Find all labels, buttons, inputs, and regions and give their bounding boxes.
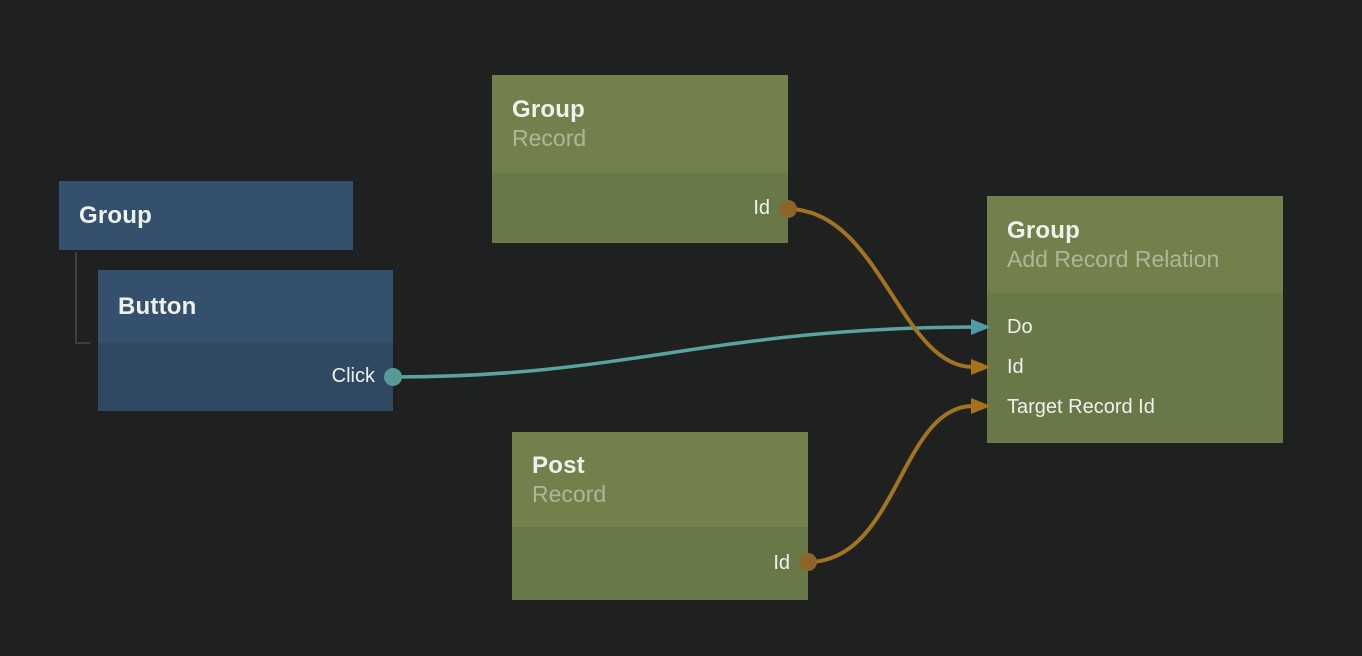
node-button-ports: Click (98, 342, 393, 411)
output-port-label: Click (331, 365, 375, 387)
node-add-record-relation[interactable]: Group Add Record Relation Do Id Target R… (987, 196, 1283, 443)
input-port-label: Target Record Id (1007, 395, 1155, 418)
output-dot-click-icon[interactable] (384, 368, 402, 386)
node-add-record-relation-ports: Do Id Target Record Id (987, 293, 1283, 443)
node-title: Group (1007, 216, 1080, 244)
input-port-label: Do (1007, 315, 1033, 338)
node-post-record[interactable]: Post Record Id (512, 432, 808, 600)
node-title: Post (532, 451, 585, 479)
node-button[interactable]: Button Click (98, 270, 393, 411)
node-subtitle: Add Record Relation (1007, 245, 1220, 272)
node-post-record-header: Post Record (512, 432, 808, 527)
wire-group-id-to-id[interactable] (786, 207, 975, 369)
wire-click-to-do[interactable] (391, 325, 975, 379)
input-arrow-target-record-id-icon[interactable] (971, 398, 991, 414)
output-dot-post-id-icon[interactable] (799, 553, 817, 571)
output-port-label: Id (753, 196, 770, 219)
node-button-header: Button (98, 270, 393, 342)
node-subtitle: Record (532, 480, 607, 507)
input-port-target-record-id[interactable]: Target Record Id (987, 387, 1283, 427)
node-group-record[interactable]: Group Record Id (492, 75, 788, 243)
input-port-label: Id (1007, 355, 1024, 378)
input-port-do[interactable]: Do (987, 307, 1283, 347)
output-dot-group-id-icon[interactable] (779, 200, 797, 218)
hierarchy-connector-line (75, 252, 90, 344)
input-arrow-id-icon[interactable] (971, 359, 991, 375)
output-port-label: Id (773, 552, 790, 574)
node-subtitle: Record (512, 125, 587, 151)
node-group-parent-header: Group (59, 181, 353, 250)
output-port-id[interactable]: Id (512, 527, 808, 600)
output-port-id[interactable]: Id (492, 173, 788, 243)
wire-post-id-to-target-record-id[interactable] (806, 404, 975, 564)
node-title: Group (512, 96, 585, 123)
input-port-id[interactable]: Id (987, 347, 1283, 387)
input-arrow-do-icon[interactable] (971, 319, 991, 335)
node-group-record-ports: Id (492, 173, 788, 243)
output-port-click[interactable]: Click (98, 342, 393, 411)
node-group-record-header: Group Record (492, 75, 788, 173)
node-title: Button (118, 292, 197, 320)
node-title: Group (79, 202, 152, 229)
node-post-record-ports: Id (512, 527, 808, 600)
node-add-record-relation-header: Group Add Record Relation (987, 196, 1283, 293)
node-group-parent[interactable]: Group (59, 181, 353, 250)
